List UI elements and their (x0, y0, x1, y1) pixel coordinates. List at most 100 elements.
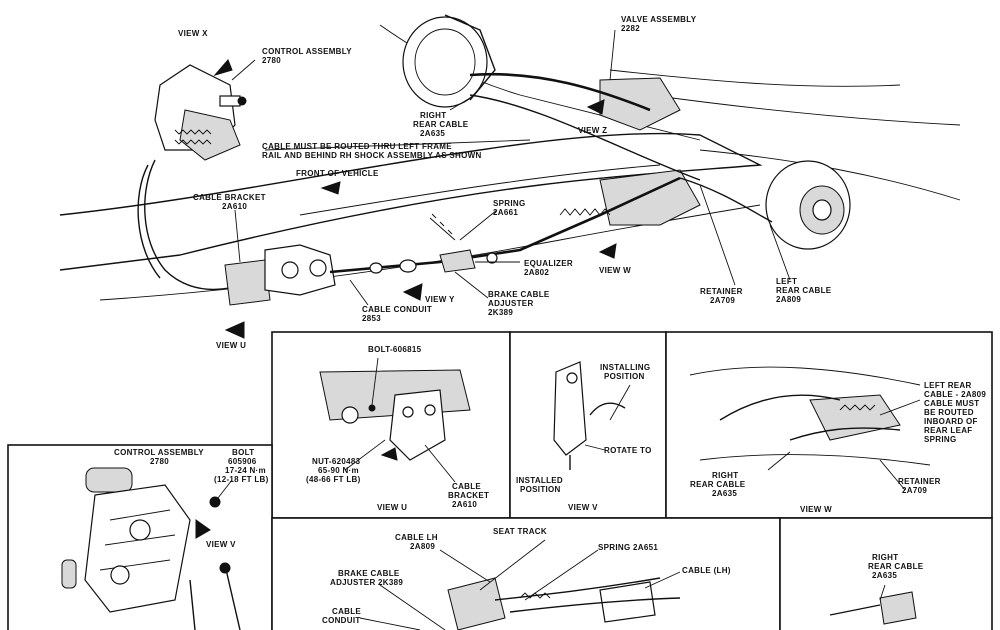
b-spring: SPRING 2A651 (598, 543, 658, 552)
left-rear-cable (679, 177, 773, 223)
label-view-y: VIEW Y (425, 295, 455, 304)
label-cable-conduit-2: 2853 (362, 314, 381, 323)
label-cable-bracket-2: 2A610 (222, 202, 247, 211)
label-view-w: VIEW W (599, 266, 631, 275)
label-control-assembly: CONTROL ASSEMBLY (262, 47, 352, 56)
cable-bracket (224, 244, 336, 306)
frame-inner (299, 164, 661, 216)
front-cable-conduit (137, 164, 161, 279)
equalizer (369, 249, 498, 274)
v-installed-2: POSITION (520, 485, 561, 494)
v-installing-2: POSITION (604, 372, 645, 381)
left-rear-drum (765, 160, 851, 250)
view-z-arrow (586, 99, 605, 115)
w-note-4: BE ROUTED (924, 408, 974, 417)
b-cable-lh-2: 2A809 (410, 542, 435, 551)
v-installed-1: INSTALLED (516, 476, 563, 485)
label-right-rear-cable-1: RIGHT (420, 111, 446, 120)
ctrl-bolt-4: (12-18 FT LB) (214, 475, 269, 484)
br-right-1: RIGHT (872, 553, 898, 562)
w-note-5: INBOARD OF (924, 417, 978, 426)
label-front-of-vehicle: FRONT OF VEHICLE (296, 169, 379, 178)
ctrl-view-v: VIEW V (206, 540, 236, 549)
label-routing-note-2: RAIL AND BEHIND RH SHOCK ASSEMBLY AS SHO… (262, 151, 482, 160)
view-u-arrow (224, 321, 245, 339)
label-right-rear-cable-2: REAR CABLE (413, 120, 469, 129)
w-note-7: SPRING (924, 435, 956, 444)
w-right-3: 2A635 (712, 489, 737, 498)
rear-spring-bracket (599, 169, 701, 226)
label-retainer-2: 2A709 (710, 296, 735, 305)
label-valve-assembly-num: 2282 (621, 24, 640, 33)
panel-right-rear-cable: RIGHT REAR CABLE 2A635 (779, 517, 993, 630)
panel-view-w: LEFT REAR CABLE - 2A809 CABLE MUST BE RO… (665, 331, 993, 519)
frame-lower (99, 204, 761, 301)
ctrl-bolt-1: BOLT (232, 448, 254, 457)
b-conduit-1: CABLE (332, 607, 361, 616)
front-arrow (320, 181, 341, 195)
label-cable-bracket-1: CABLE BRACKET (193, 193, 266, 202)
b-adjuster-2: ADJUSTER 2K389 (330, 578, 403, 587)
w-note-6: REAR LEAF (924, 426, 972, 435)
w-note-3: CABLE MUST (924, 399, 979, 408)
label-view-x: VIEW X (178, 29, 208, 38)
label-right-rear-cable-3: 2A635 (420, 129, 445, 138)
label-spring-1: SPRING (493, 199, 525, 208)
panel-seat-track: CABLE LH 2A809 SEAT TRACK SPRING 2A651 C… (271, 517, 781, 630)
label-left-rear-cable-2: REAR CABLE (776, 286, 832, 295)
frame-rail-outline (59, 132, 763, 271)
label-equalizer-1: EQUALIZER (524, 259, 573, 268)
label-adjuster-2: ADJUSTER (488, 299, 534, 308)
label-left-rear-cable-1: LEFT (776, 277, 797, 286)
u-cable-1: CABLE (452, 482, 481, 491)
w-right-1: RIGHT (712, 471, 738, 480)
label-view-u: VIEW U (216, 341, 246, 350)
w-right-2: REAR CABLE (690, 480, 746, 489)
ctrl-bolt-3: 17-24 N·m (225, 466, 266, 475)
label-valve-assembly: VALVE ASSEMBLY (621, 15, 697, 24)
panel-view-u: BOLT-606815 NUT-620483 65-90 N·m (48-66 … (271, 331, 511, 519)
right-rear-drum (402, 14, 496, 108)
label-view-z: VIEW Z (578, 126, 607, 135)
b-cable-lh-1: CABLE LH (395, 533, 438, 542)
v-caption: VIEW V (568, 503, 598, 512)
w-retainer-2: 2A709 (902, 486, 927, 495)
u-nut-2: 65-90 N·m (318, 466, 359, 475)
v-rotate: ROTATE TO (604, 446, 652, 455)
main-view: VIEW X CONTROL ASSEMBLY 2780 VALVE ASSEM… (59, 14, 961, 350)
u-cable-2: BRACKET (448, 491, 489, 500)
control-assembly-view-x (154, 64, 247, 161)
label-left-rear-cable-3: 2A809 (776, 295, 801, 304)
view-x-arrow (213, 59, 233, 76)
valve-assembly (599, 77, 681, 131)
w-note-2: CABLE - 2A809 (924, 390, 986, 399)
u-nut-1: NUT-620483 (312, 457, 361, 466)
v-installing-1: INSTALLING (600, 363, 650, 372)
u-nut-3: (48-66 FT LB) (306, 475, 361, 484)
label-retainer-1: RETAINER (700, 287, 743, 296)
w-caption: VIEW W (800, 505, 832, 514)
b-cable-lh-3: CABLE (LH) (682, 566, 731, 575)
ctrl-title-2: 2780 (150, 457, 169, 466)
right-rear-cable (469, 94, 701, 181)
b-conduit-2: CONDUIT (322, 616, 361, 625)
w-retainer-1: RETAINER (898, 477, 941, 486)
view-w-arrow (598, 243, 617, 259)
label-adjuster-3: 2K389 (488, 308, 513, 317)
label-adjuster-1: BRAKE CABLE (488, 290, 550, 299)
w-note-1: LEFT REAR (924, 381, 972, 390)
label-control-assembly-num: 2780 (262, 56, 281, 65)
view-y-arrow (402, 283, 423, 301)
u-caption: VIEW U (377, 503, 407, 512)
u-cable-3: 2A610 (452, 500, 477, 509)
b-adjuster-1: BRAKE CABLE (338, 569, 400, 578)
br-right-3: 2A635 (872, 571, 897, 580)
b-seat-track: SEAT TRACK (493, 527, 547, 536)
label-equalizer-2: 2A802 (524, 268, 549, 277)
ctrl-bolt-2: 605906 (228, 457, 257, 466)
u-bolt-label: BOLT-606815 (368, 345, 422, 354)
ctrl-title-1: CONTROL ASSEMBLY (114, 448, 204, 457)
label-cable-conduit-1: CABLE CONDUIT (362, 305, 432, 314)
